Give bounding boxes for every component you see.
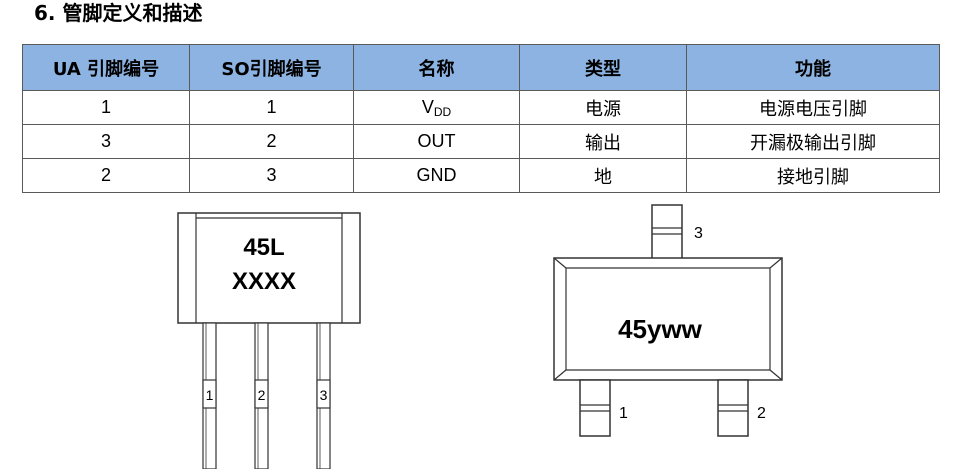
cell-function: 接地引脚 — [686, 158, 940, 193]
ua-lead-3: 3 — [316, 322, 331, 469]
cell-so-pin: 2 — [189, 124, 354, 159]
so-lead-1: 1 — [579, 379, 628, 437]
so-lead-3: 3 — [651, 204, 703, 264]
so-pin-label-2: 2 — [757, 405, 766, 422]
cell-type: 电源 — [519, 90, 687, 125]
cell-ua-pin: 1 — [22, 90, 190, 125]
table-header-row: UA 引脚编号 SO引脚编号 名称 类型 功能 — [22, 44, 940, 91]
cell-name: VDD — [353, 90, 520, 125]
so-pin-label-3: 3 — [694, 225, 703, 242]
table-row: 3 2 OUT 输出 开漏极输出引脚 — [22, 124, 940, 159]
ua-pin-label-1: 1 — [206, 387, 214, 403]
ua-pin-label-2: 2 — [258, 387, 266, 403]
header-ua-pin: UA 引脚编号 — [22, 44, 190, 91]
cell-name: OUT — [353, 124, 520, 159]
ua-pin-label-3: 3 — [320, 387, 328, 403]
cell-type: 地 — [519, 158, 687, 193]
so-package-body — [553, 257, 783, 381]
ua-lead-1: 1 — [202, 322, 217, 469]
cell-so-pin: 1 — [189, 90, 354, 125]
cell-function: 开漏极输出引脚 — [686, 124, 940, 159]
name-main: OUT — [417, 131, 456, 151]
so-pin-label-1: 1 — [619, 405, 628, 422]
name-main: V — [421, 96, 434, 117]
so-package-diagram: 3 45yww 1 2 — [553, 204, 783, 437]
ua-package-body — [177, 212, 361, 324]
cell-name: GND — [353, 158, 520, 193]
ua-package-diagram: 45L XXXX 1 2 3 — [177, 212, 361, 469]
ua-marking-line1: 45L — [243, 234, 284, 261]
header-name: 名称 — [353, 44, 520, 91]
ua-marking-line2: XXXX — [232, 268, 296, 295]
header-so-pin: SO引脚编号 — [189, 44, 354, 91]
name-main: GND — [416, 165, 457, 185]
cell-ua-pin: 3 — [22, 124, 190, 159]
header-type: 类型 — [519, 44, 687, 91]
table-row: 1 1 VDD 电源 电源电压引脚 — [22, 90, 940, 125]
name-subscript: DD — [433, 104, 452, 119]
so-marking: 45yww — [618, 314, 703, 344]
cell-function: 电源电压引脚 — [686, 90, 940, 125]
cell-type: 输出 — [519, 124, 687, 159]
section-title: 6. 管脚定义和描述 — [34, 1, 203, 25]
so-lead-2: 2 — [717, 379, 766, 437]
table-row: 2 3 GND 地 接地引脚 — [22, 158, 940, 193]
cell-ua-pin: 2 — [22, 158, 190, 193]
pin-definition-table: UA 引脚编号 SO引脚编号 名称 类型 功能 1 1 VDD 电源 电源电压引… — [22, 44, 940, 193]
ua-lead-2: 2 — [254, 322, 269, 469]
header-function: 功能 — [686, 44, 940, 91]
cell-so-pin: 3 — [189, 158, 354, 193]
